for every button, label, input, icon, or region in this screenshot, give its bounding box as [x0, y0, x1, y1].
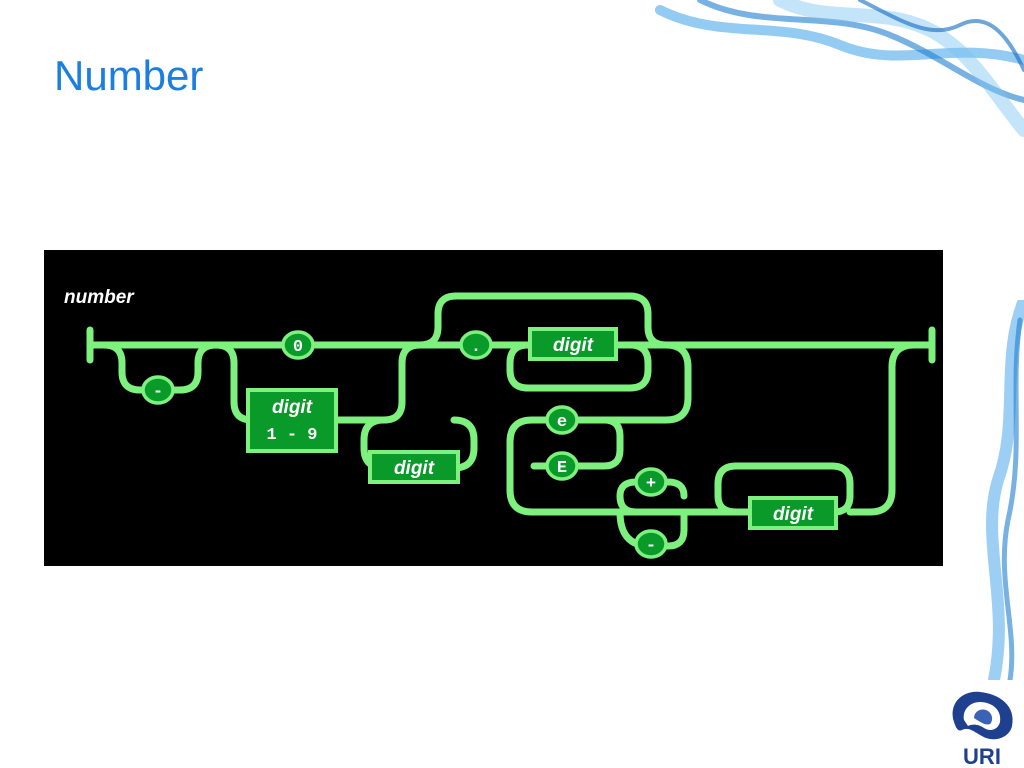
terminal-e-upper: E	[545, 451, 579, 481]
svg-text:1 - 9: 1 - 9	[266, 426, 317, 445]
svg-text:digit: digit	[394, 458, 435, 479]
svg-text:+: +	[646, 475, 656, 494]
svg-text:e: e	[557, 413, 567, 432]
svg-text:digit: digit	[553, 335, 594, 356]
terminal-minus: -	[141, 375, 175, 405]
nonterminal-digit-1-9: digit 1 - 9	[246, 388, 338, 453]
terminal-zero: 0	[281, 330, 315, 360]
terminal-e-lower: e	[545, 405, 579, 435]
svg-text:E: E	[557, 459, 567, 478]
svg-text:-: -	[646, 537, 656, 556]
terminal-exponent-minus: -	[634, 529, 668, 559]
uri-logo: URI	[952, 691, 1013, 768]
terminal-plus: +	[634, 467, 668, 497]
svg-text:digit: digit	[773, 504, 814, 525]
blue-smoke-decoration-top	[655, 0, 1024, 137]
svg-text:digit: digit	[272, 397, 313, 418]
uri-logo-emblem	[952, 691, 1013, 740]
nonterminal-digit-fraction: digit	[528, 327, 618, 361]
uri-logo-text: URI	[963, 744, 1001, 768]
blue-smoke-decoration-right	[986, 300, 1024, 680]
nonterminal-digit-integer: digit	[368, 450, 460, 484]
slide-title: Number	[54, 52, 204, 99]
nonterminal-digit-exponent: digit	[748, 496, 838, 530]
svg-text:0: 0	[293, 338, 303, 357]
number-railroad-diagram: number	[64, 287, 936, 559]
terminal-dot: .	[459, 330, 493, 360]
syntax-diagram-panel: number	[44, 250, 943, 566]
svg-text:-: -	[153, 383, 163, 402]
svg-text:.: .	[471, 338, 481, 357]
diagram-label: number	[64, 287, 135, 308]
